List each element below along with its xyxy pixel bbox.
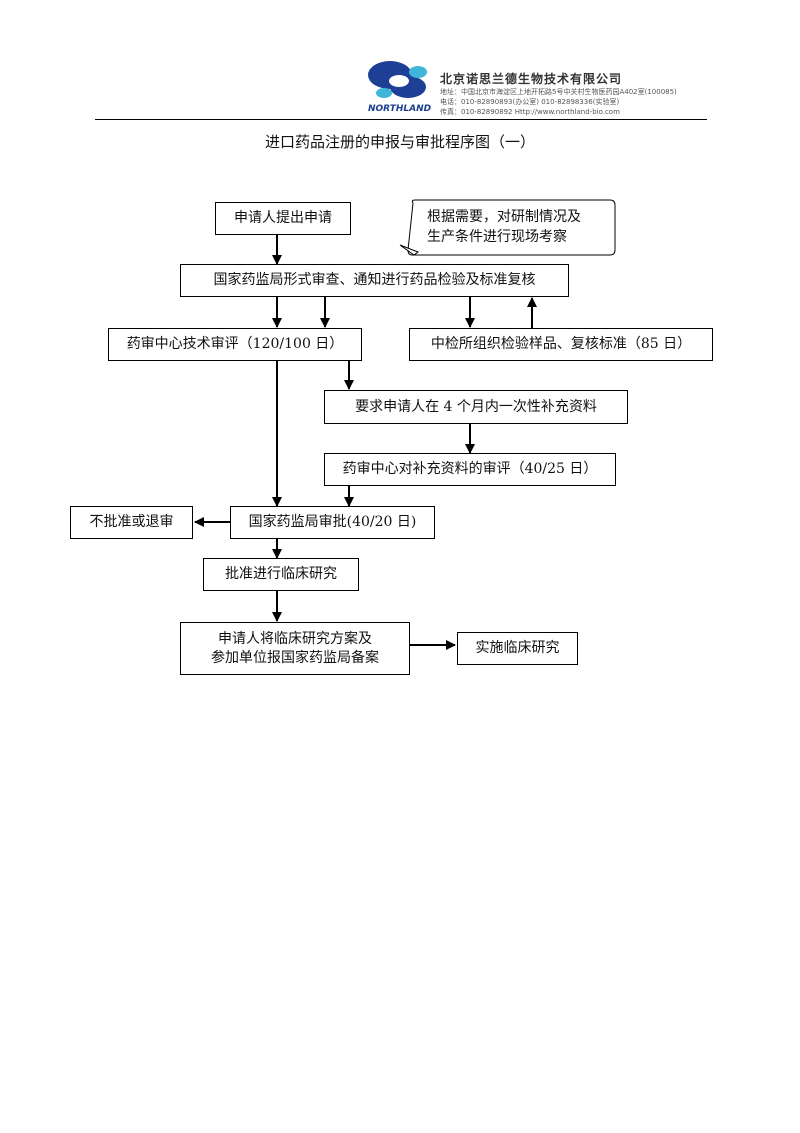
node-approve-clinical: 批准进行临床研究	[203, 558, 359, 591]
file-plan-line1: 申请人将临床研究方案及	[218, 630, 372, 647]
header-divider	[95, 119, 707, 120]
northland-logo	[368, 61, 427, 98]
node-sfda-approval: 国家药监局审批(40/20 日)	[230, 506, 435, 539]
company-address: 地址：中国北京市海淀区上地开拓路5号中关村生物医药园A402室(100085)	[440, 88, 677, 96]
node-nicpbp-testing: 中检所组织检验样品、复核标准（85 日）	[409, 328, 713, 361]
node-supplement-request: 要求申请人在 4 个月内一次性补充资料	[324, 390, 628, 424]
company-fax: 传真：010-82890892 Http://www.northland-bio…	[440, 108, 620, 116]
node-file-plan: 申请人将临床研究方案及 参加单位报国家药监局备案	[180, 622, 410, 675]
callout-bubble	[407, 199, 616, 256]
callout-tail	[399, 244, 420, 256]
node-conduct-clinical: 实施临床研究	[457, 632, 578, 665]
node-cde-technical-review: 药审中心技术审评（120/100 日）	[108, 328, 362, 361]
brand-wordmark: NORTHLAND	[368, 104, 432, 114]
node-cde-supplement-review: 药审中心对补充资料的审评（40/25 日）	[324, 453, 616, 486]
file-plan-line2: 参加单位报国家药监局备案	[211, 649, 379, 666]
onsite-inspection-line1: 根据需要，对研制情况及	[427, 209, 581, 225]
page-title: 进口药品注册的申报与审批程序图（一）	[264, 133, 535, 151]
node-reject: 不批准或退审	[70, 506, 193, 539]
node-onsite-inspection: 根据需要，对研制情况及 生产条件进行现场考察	[427, 208, 607, 247]
company-phone: 电话：010-82890893(办公室) 010-82898336(实验室)	[440, 98, 620, 106]
node-applicant-submit: 申请人提出申请	[215, 202, 351, 235]
onsite-inspection-line2: 生产条件进行现场考察	[427, 228, 567, 245]
node-sfda-formal-review: 国家药监局形式审查、通知进行药品检验及标准复核	[180, 264, 569, 297]
company-name: 北京诺思兰德生物技术有限公司	[440, 72, 623, 86]
